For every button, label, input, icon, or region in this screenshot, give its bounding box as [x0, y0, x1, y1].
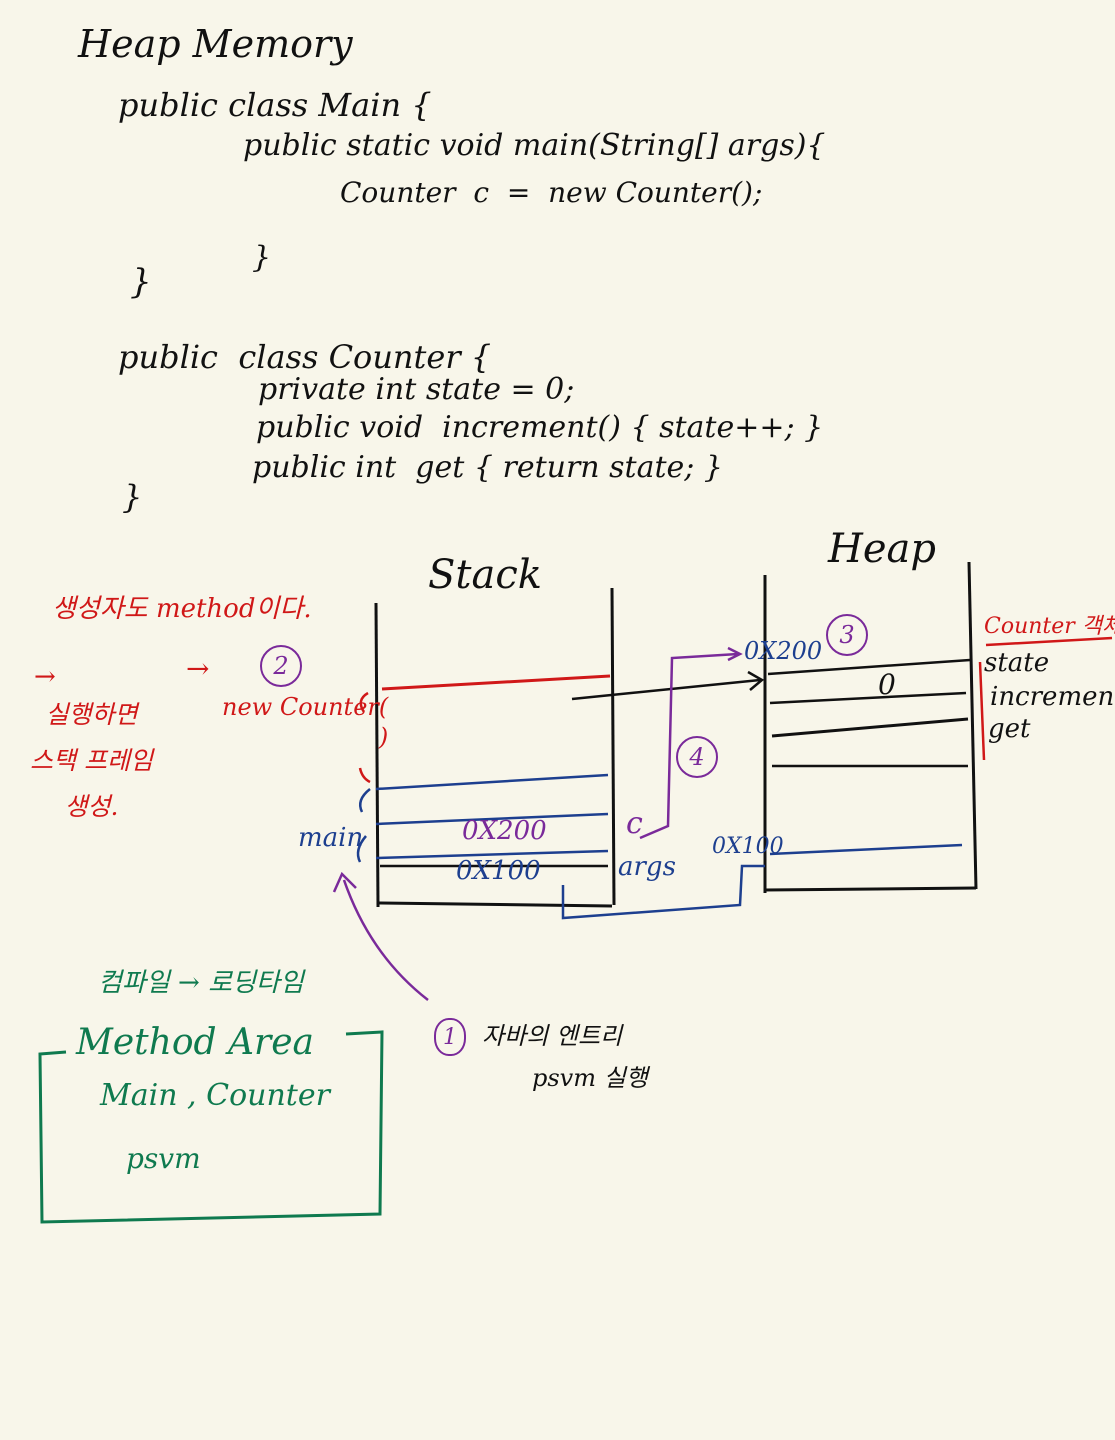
stack-frame-main-low: [375, 849, 609, 860]
heap-right-wall: [967, 561, 978, 890]
heap-object-title-underline: [985, 636, 1113, 647]
stack-value-0x200: 0X200: [462, 816, 547, 846]
new-frame-bracket: [358, 691, 371, 784]
step-1-marker: 1: [434, 1018, 466, 1056]
main-frame-bracket: [356, 788, 371, 863]
red-note-body: 실행하면 스택 프레임 생성.: [30, 700, 153, 821]
stack-value-0x100: 0X100: [456, 856, 541, 886]
method-area-title: Method Area: [76, 1022, 314, 1063]
step-2-marker: 2: [260, 645, 302, 687]
variable-c: c: [626, 806, 643, 841]
method-area-box: [38, 1030, 384, 1224]
stack-frame-main-top: [375, 773, 609, 791]
step1-note-line-1: 자바의 엔트리: [482, 1022, 623, 1050]
red-note-arrow-2: →: [186, 652, 210, 685]
step-3-marker: 3: [826, 614, 868, 656]
code-main-line-4: }: [252, 240, 272, 275]
stack-frame-main-mid: [375, 812, 609, 826]
step1-note-line-2: psvm 실행: [532, 1064, 648, 1092]
page-title: Heap Memory: [78, 22, 353, 66]
code-counter-line-1: public class Counter {: [118, 338, 492, 376]
code-counter-line-2: private int state = 0;: [258, 372, 575, 407]
heap-address-0x100: 0X100: [712, 834, 784, 859]
code-main-line-2: public static void main(String[] args){: [243, 128, 826, 163]
new-counter-frame-label: new Counter( ): [222, 693, 389, 751]
step4-arrow-head: [727, 646, 743, 662]
stack-left-wall: [374, 602, 380, 908]
code-main-line-1: public class Main {: [118, 86, 432, 124]
red-note-title: 생성자도 method이다.: [52, 594, 312, 624]
main-frame-label: main: [298, 823, 364, 853]
step1-arrow-head: [332, 871, 357, 893]
heap-row-3: [771, 717, 969, 738]
code-main-line-3: Counter c = new Counter();: [340, 176, 763, 209]
heap-field-increment: increment: [990, 682, 1115, 712]
method-area-line-1: Main , Counter: [100, 1078, 330, 1113]
arrow-address-0x200: 0X200: [744, 637, 823, 665]
reference-arrow-line: [571, 678, 761, 701]
heap-field-state: state: [984, 648, 1050, 678]
heap-bottom: [764, 886, 977, 892]
heap-blue-line: [769, 843, 963, 856]
code-counter-line-5: }: [122, 478, 143, 516]
step-4-marker: 4: [676, 736, 718, 778]
code-counter-line-4: public int get { return state; }: [252, 450, 724, 485]
heap-field-get: get: [988, 714, 1031, 744]
args-to-heap-connector: [561, 864, 765, 920]
variable-args: args: [618, 852, 676, 882]
heap-object-bracket: [978, 661, 986, 761]
heap-label: Heap: [828, 526, 937, 572]
step1-arrow: [342, 879, 429, 1001]
heap-object-title: Counter 객체: [984, 614, 1115, 639]
heap-state-value: 0: [878, 668, 896, 701]
red-note-arrow: →: [34, 662, 56, 692]
heap-row-1: [767, 658, 971, 676]
green-note-header: 컴파일 → 로딩타임: [98, 968, 304, 998]
stack-bottom: [377, 901, 613, 908]
stack-right-wall: [610, 587, 616, 906]
code-main-line-5: }: [130, 262, 152, 302]
stack-frame-new-red: [381, 674, 611, 691]
step4-path: [639, 652, 739, 840]
code-counter-line-3: public void increment() { state++; }: [256, 410, 824, 445]
reference-arrow-head: [747, 670, 765, 691]
stack-label: Stack: [428, 552, 542, 598]
method-area-line-2: psvm: [126, 1142, 201, 1175]
heap-row-2: [769, 691, 967, 705]
